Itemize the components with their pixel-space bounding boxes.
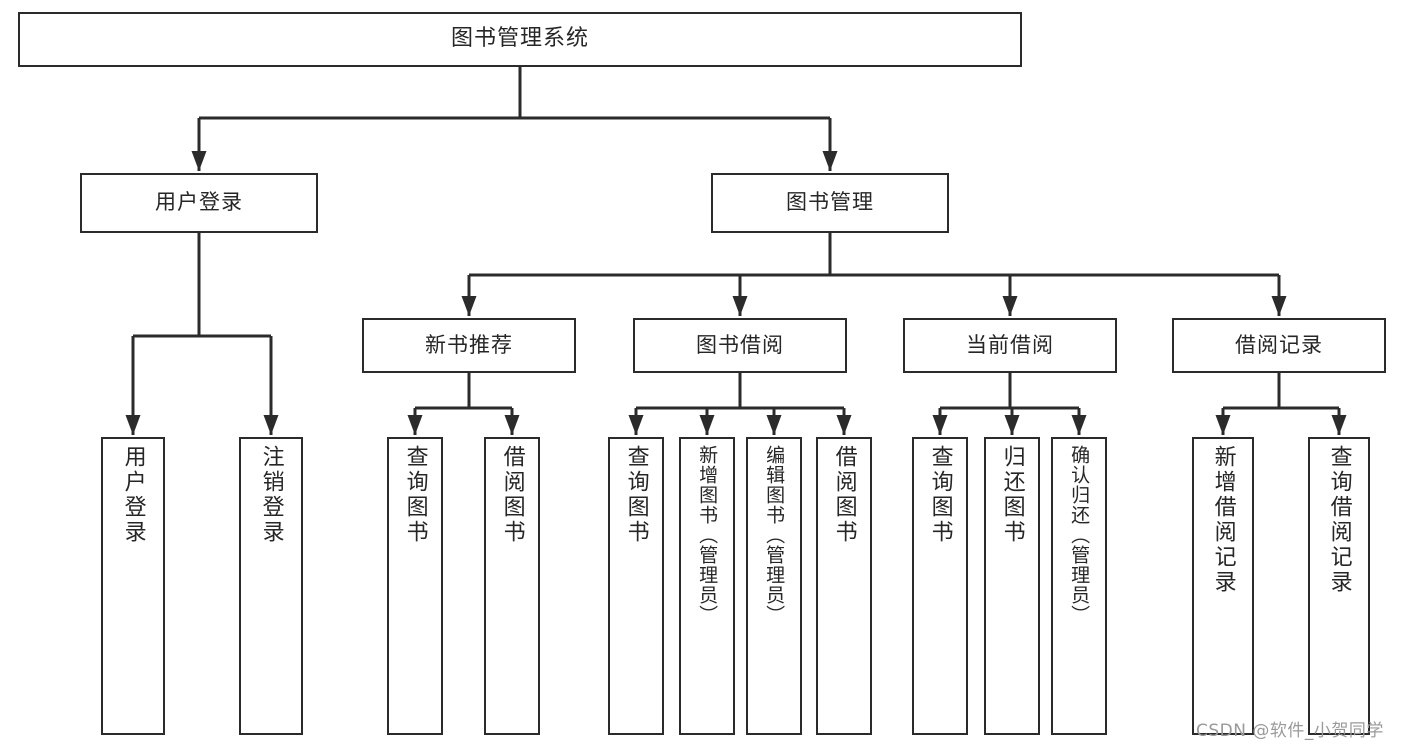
node-label: 确认归还（管理员） — [1068, 445, 1091, 625]
node-user-login[interactable]: 用户登录 — [80, 173, 318, 233]
node-leaf-user-login[interactable]: 用户登录 — [101, 437, 165, 735]
node-label: 图书管理系统 — [450, 26, 589, 52]
node-label: 归还图书 — [999, 445, 1025, 545]
arrowhead — [1002, 296, 1018, 316]
node-current-borrow[interactable]: 当前借阅 — [903, 318, 1117, 373]
node-label: 借阅记录 — [1235, 332, 1323, 357]
arrowhead — [822, 151, 838, 171]
arrowhead — [191, 151, 207, 171]
node-label: 用户登录 — [155, 190, 243, 215]
arrowhead — [263, 415, 279, 435]
arrowhead — [1004, 415, 1020, 435]
node-book-manage[interactable]: 图书管理 — [711, 173, 949, 233]
node-leaf-logout[interactable]: 注销登录 — [239, 437, 303, 735]
node-label: 新增图书（管理员） — [696, 445, 719, 625]
node-label: 注销登录 — [258, 445, 284, 545]
node-label: 查询借阅记录 — [1326, 445, 1352, 595]
node-leaf-query-record[interactable]: 查询借阅记录 — [1308, 437, 1370, 735]
node-leaf-return-book[interactable]: 归还图书 — [984, 437, 1040, 735]
arrowhead — [1271, 296, 1287, 316]
arrowhead — [407, 415, 423, 435]
node-root-system[interactable]: 图书管理系统 — [18, 12, 1022, 67]
arrowhead — [732, 296, 748, 316]
node-label: 新增借阅记录 — [1210, 445, 1236, 595]
node-leaf-add-record[interactable]: 新增借阅记录 — [1192, 437, 1254, 735]
node-leaf-add-book[interactable]: 新增图书（管理员） — [679, 437, 735, 735]
arrowhead — [699, 415, 715, 435]
node-leaf-query-book-1[interactable]: 查询图书 — [387, 437, 443, 735]
node-label: 图书管理 — [786, 190, 874, 215]
arrowhead — [125, 415, 141, 435]
arrowhead — [461, 296, 477, 316]
node-label: 用户登录 — [120, 445, 146, 545]
node-label: 查询图书 — [623, 445, 649, 545]
node-label: 新书推荐 — [425, 332, 513, 357]
node-label: 图书借阅 — [696, 332, 784, 357]
node-leaf-borrow-book-2[interactable]: 借阅图书 — [816, 437, 872, 735]
node-label: 编辑图书（管理员） — [763, 445, 786, 625]
arrowhead — [1215, 415, 1231, 435]
node-new-book-recommend[interactable]: 新书推荐 — [362, 318, 576, 373]
node-label: 查询图书 — [402, 445, 428, 545]
node-leaf-borrow-book-1[interactable]: 借阅图书 — [484, 437, 540, 735]
arrowhead — [836, 415, 852, 435]
node-leaf-query-book-2[interactable]: 查询图书 — [608, 437, 664, 735]
node-leaf-confirm-return[interactable]: 确认归还（管理员） — [1051, 437, 1107, 735]
node-book-borrow[interactable]: 图书借阅 — [633, 318, 847, 373]
arrowhead — [766, 415, 782, 435]
node-leaf-edit-book[interactable]: 编辑图书（管理员） — [746, 437, 802, 735]
node-label: 借阅图书 — [831, 445, 857, 545]
node-label: 查询图书 — [927, 445, 953, 545]
arrowhead — [628, 415, 644, 435]
arrowhead — [932, 415, 948, 435]
node-label: 当前借阅 — [966, 332, 1054, 357]
arrowhead — [1331, 415, 1347, 435]
arrowhead — [504, 415, 520, 435]
arrowhead — [1071, 415, 1087, 435]
node-label: 借阅图书 — [499, 445, 525, 545]
node-leaf-query-book-3[interactable]: 查询图书 — [912, 437, 968, 735]
node-borrow-record[interactable]: 借阅记录 — [1172, 318, 1386, 373]
